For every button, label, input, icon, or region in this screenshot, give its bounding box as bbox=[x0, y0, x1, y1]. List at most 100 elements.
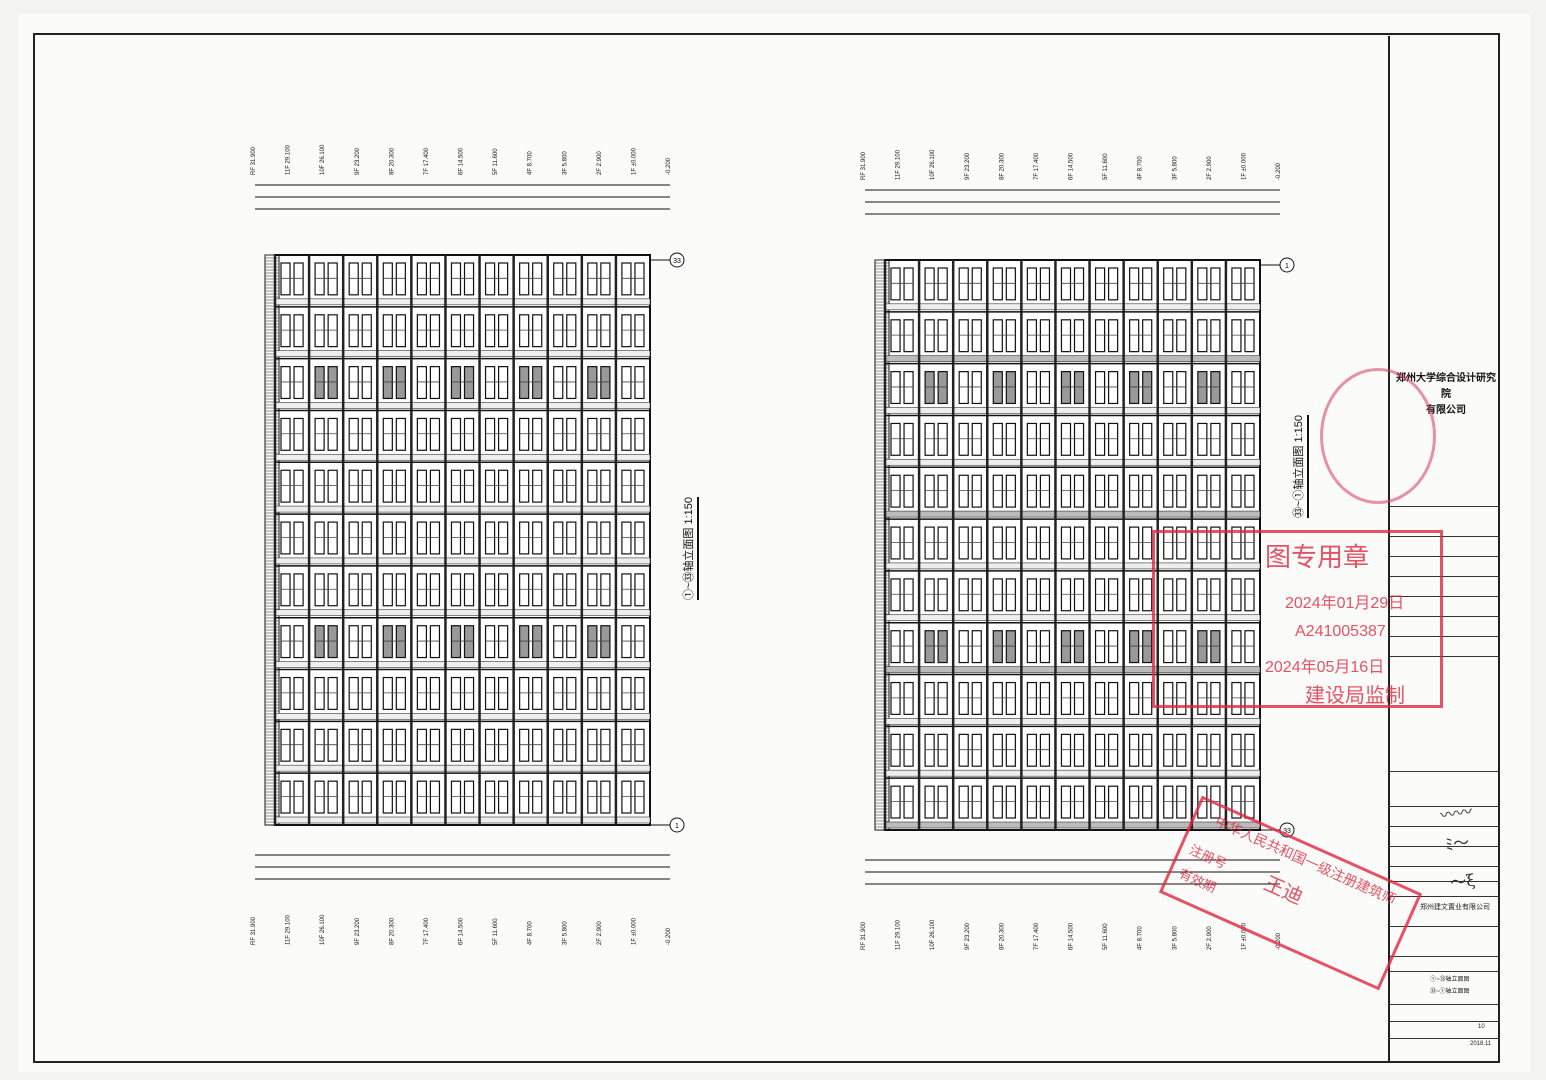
window bbox=[293, 417, 304, 451]
level-label: 8F 20.300 bbox=[389, 917, 395, 945]
window bbox=[1210, 526, 1221, 560]
company-seal bbox=[1320, 368, 1436, 504]
window bbox=[382, 366, 393, 400]
window bbox=[314, 469, 325, 503]
window bbox=[924, 319, 935, 353]
window bbox=[484, 417, 496, 451]
window bbox=[1231, 630, 1242, 664]
window bbox=[361, 728, 372, 762]
window bbox=[532, 314, 543, 348]
window bbox=[1244, 785, 1255, 819]
window bbox=[1129, 474, 1140, 508]
window bbox=[1142, 578, 1153, 612]
window bbox=[1197, 785, 1208, 819]
window bbox=[1197, 371, 1208, 405]
slab-band bbox=[274, 816, 651, 824]
window bbox=[1163, 319, 1174, 353]
window bbox=[924, 422, 935, 456]
window bbox=[1129, 267, 1140, 301]
window bbox=[971, 681, 982, 715]
window bbox=[924, 681, 935, 715]
window bbox=[484, 728, 496, 762]
window bbox=[519, 728, 530, 762]
window bbox=[1197, 681, 1208, 715]
window bbox=[416, 314, 428, 348]
window bbox=[1210, 733, 1221, 767]
title-text: ㉝~①轴立面图 bbox=[1293, 445, 1305, 518]
window bbox=[903, 733, 914, 767]
window bbox=[450, 625, 462, 659]
level-label: 6F 14.500 bbox=[1069, 922, 1075, 950]
window bbox=[484, 676, 496, 710]
window bbox=[519, 625, 530, 659]
window bbox=[1210, 785, 1221, 819]
window bbox=[416, 780, 428, 814]
window bbox=[348, 262, 359, 296]
window bbox=[1073, 785, 1085, 819]
window bbox=[280, 625, 291, 659]
window bbox=[348, 573, 359, 607]
window bbox=[1244, 526, 1255, 560]
window bbox=[937, 578, 948, 612]
level-label: 9F 23.200 bbox=[965, 922, 971, 950]
window bbox=[1026, 474, 1038, 508]
window bbox=[924, 474, 935, 508]
level-label: 8F 20.300 bbox=[389, 147, 395, 175]
window bbox=[1026, 681, 1038, 715]
window bbox=[1129, 681, 1140, 715]
window bbox=[497, 728, 509, 762]
window bbox=[327, 728, 338, 762]
window bbox=[566, 262, 577, 296]
window bbox=[553, 521, 564, 555]
window bbox=[1026, 526, 1038, 560]
window bbox=[1073, 526, 1085, 560]
window bbox=[1005, 733, 1016, 767]
window bbox=[903, 267, 914, 301]
window bbox=[1142, 474, 1153, 508]
window bbox=[1107, 267, 1119, 301]
client-name: 郑州建文置业有限公司 bbox=[1420, 904, 1490, 911]
slab-band bbox=[884, 458, 1261, 466]
window bbox=[971, 422, 982, 456]
window bbox=[890, 578, 901, 612]
level-label: RF 31.900 bbox=[861, 151, 867, 180]
window bbox=[1163, 371, 1174, 405]
window bbox=[1094, 733, 1106, 767]
window bbox=[395, 469, 406, 503]
window bbox=[1129, 630, 1140, 664]
window bbox=[429, 262, 441, 296]
window bbox=[1073, 733, 1085, 767]
window bbox=[1026, 785, 1038, 819]
window bbox=[416, 469, 428, 503]
window bbox=[587, 366, 598, 400]
window bbox=[1176, 630, 1187, 664]
window bbox=[416, 676, 428, 710]
window bbox=[463, 625, 475, 659]
window bbox=[1210, 681, 1221, 715]
window bbox=[992, 474, 1003, 508]
window bbox=[429, 625, 441, 659]
window bbox=[1210, 319, 1221, 353]
left-elevation-title: ①~㉝轴立面图 1:150 bbox=[680, 496, 699, 600]
window bbox=[280, 469, 291, 503]
window bbox=[553, 314, 564, 348]
window bbox=[587, 676, 598, 710]
window bbox=[971, 785, 982, 819]
level-label: 6F 14.500 bbox=[459, 147, 465, 175]
window bbox=[992, 733, 1003, 767]
window bbox=[1026, 733, 1038, 767]
window bbox=[1197, 526, 1208, 560]
window bbox=[1026, 319, 1038, 353]
axis-bubble bbox=[1279, 257, 1295, 273]
window bbox=[1231, 371, 1242, 405]
window bbox=[566, 573, 577, 607]
window bbox=[1060, 630, 1072, 664]
window bbox=[992, 785, 1003, 819]
window bbox=[484, 469, 496, 503]
window bbox=[450, 521, 462, 555]
window bbox=[1026, 578, 1038, 612]
window bbox=[958, 422, 969, 456]
window bbox=[1142, 733, 1153, 767]
window bbox=[293, 728, 304, 762]
